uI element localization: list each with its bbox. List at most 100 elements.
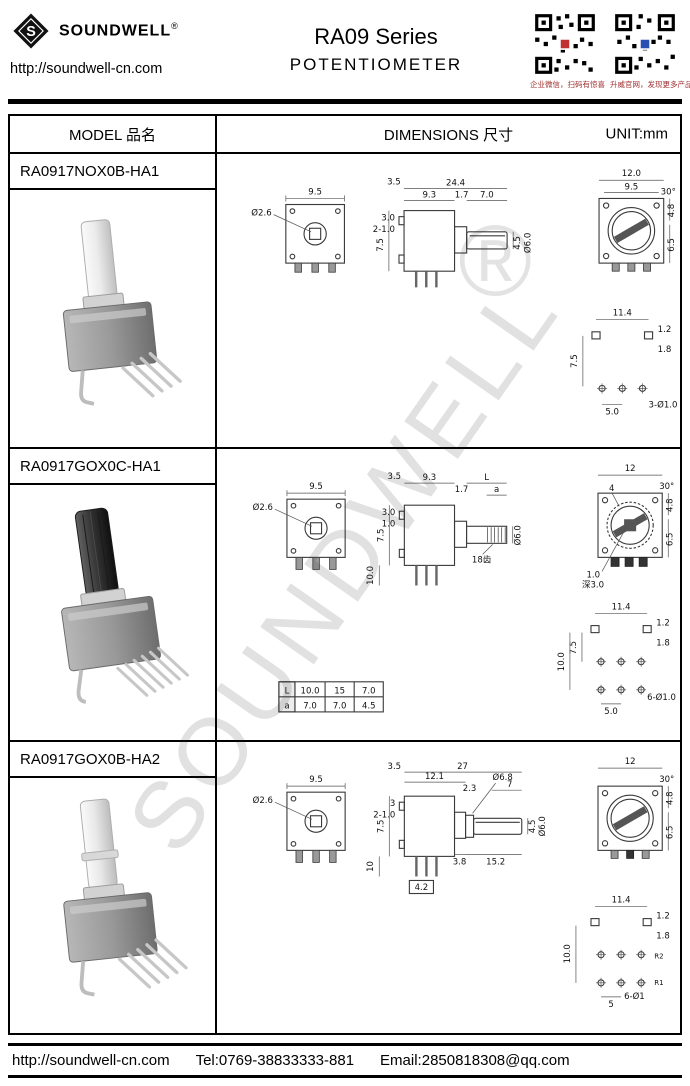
- dim-label: 30°: [659, 482, 674, 492]
- dim-label: 9.5: [309, 482, 323, 492]
- dim-label: 12.0: [622, 169, 641, 179]
- col-header-dimensions: DIMENSIONS 尺寸 UNIT:mm: [217, 116, 680, 152]
- dim-label: 18齿: [472, 555, 492, 565]
- la-cell: 15: [334, 686, 345, 696]
- pcb-layout: 11.4 1.2 7.5 10.0 1.8: [557, 603, 676, 717]
- footer: http://soundwell-cn.com Tel:0769-3883333…: [8, 1043, 682, 1078]
- front-view: 9.5 Ø2.6: [251, 187, 345, 273]
- dim-label: 15.2: [486, 857, 505, 867]
- dim-label: 12.1: [425, 772, 444, 782]
- footer-tel: Tel:0769-38833333-881: [195, 1052, 355, 1069]
- dim-label: Ø2.6: [253, 795, 273, 806]
- series-title: RA09 Series: [314, 24, 438, 49]
- footer-email: Email:2850818308@qq.com: [380, 1052, 570, 1069]
- dim-label: 3.8: [453, 857, 467, 867]
- dim-label: 9.5: [625, 182, 639, 192]
- front-view: 9.5 Ø2.6: [253, 775, 346, 863]
- dim-label: 10.0: [366, 566, 376, 585]
- product-photo: [62, 218, 182, 406]
- dimensions-cell: 9.5 Ø2.6 3.5: [217, 449, 680, 740]
- dim-label: 5.0: [604, 707, 618, 717]
- la-row-header: L: [285, 686, 290, 696]
- dim-label: 4.5: [528, 820, 538, 834]
- dim-label: 6.5: [667, 238, 677, 252]
- dim-label: 3-Ø1.0: [649, 400, 678, 411]
- dim-label: 3.5: [388, 762, 402, 772]
- dim-label: a: [494, 485, 499, 495]
- col-header-model: MODEL 品名: [10, 116, 217, 152]
- model-name: RA0917NOX0B-HA1: [10, 154, 215, 190]
- dim-label: 6.5: [665, 826, 675, 840]
- dim-label: 2-1.0: [373, 810, 395, 820]
- model-name: RA0917GOX0C-HA1: [10, 449, 215, 485]
- header: S SOUNDWELL® http://soundwell-cn.com RA0…: [8, 6, 690, 98]
- dim-label: Ø2.6: [253, 502, 273, 513]
- dim-label: 4.2: [415, 883, 429, 893]
- qr-wechat: 企业微信，扫码有惊喜: [530, 12, 605, 90]
- model-cell: RA0917GOX0C-HA1: [10, 449, 217, 740]
- dim-label: 7.5: [376, 238, 386, 252]
- dim-label: 6.5: [665, 533, 675, 547]
- model-cell: RA0917GOX0B-HA2: [10, 742, 217, 1033]
- rear-view: 12 4 30° 4.8 6.5: [582, 464, 675, 590]
- dim-label: 深3.0: [582, 580, 604, 590]
- dim-label: L: [484, 473, 489, 483]
- dim-label: 2.3: [463, 784, 477, 794]
- product-photo: [60, 507, 189, 704]
- model-cell: RA0917NOX0B-HA1: [10, 154, 217, 447]
- dim-label: Ø2.6: [251, 208, 271, 219]
- header-divider: [8, 99, 682, 104]
- rear-view: 12.0 9.5 30° 4.8 6.5: [598, 169, 677, 272]
- dim-label: 5: [608, 1000, 613, 1010]
- product-photo: [62, 798, 188, 997]
- dim-label: 9.3: [422, 190, 436, 200]
- dim-label: 1.0: [586, 570, 600, 580]
- dim-label: 11.4: [612, 603, 631, 613]
- dim-label: 1.8: [656, 932, 670, 942]
- spec-table: MODEL 品名 DIMENSIONS 尺寸 UNIT:mm RA0917NOX…: [8, 114, 682, 1035]
- dim-label: Ø6.0: [537, 816, 548, 836]
- soundwell-logo-icon: S: [13, 13, 49, 49]
- dim-label: 9.5: [308, 187, 322, 197]
- dim-label: 12: [625, 464, 636, 474]
- la-row-header: a: [284, 701, 289, 711]
- dim-label: 9.3: [423, 473, 437, 483]
- dim-label: 9.5: [309, 775, 323, 785]
- model-row: RA0917GOX0C-HA1: [10, 447, 680, 740]
- dim-label: 7.5: [569, 641, 579, 655]
- dim-label: R1: [654, 978, 663, 987]
- qr-caption: 升威官网，发现更多产品: [610, 80, 690, 89]
- dim-label: 1.8: [658, 345, 672, 355]
- la-cell: 7.0: [362, 686, 376, 696]
- dim-label: 30°: [661, 187, 676, 197]
- company-block: S SOUNDWELL® http://soundwell-cn.com: [10, 10, 222, 77]
- dim-label: 3.5: [387, 177, 401, 187]
- pcb-layout: 11.4 1.2 10.0 1.8 R2 R1: [563, 896, 670, 1010]
- dimensions-cell: 9.5 Ø2.6 3.5: [217, 154, 680, 447]
- dim-label: 1.2: [656, 912, 670, 922]
- product-title: POTENTIOMETER: [289, 55, 463, 74]
- dim-label: 3: [390, 799, 395, 809]
- la-cell: 7.0: [303, 701, 317, 711]
- footer-url: http://soundwell-cn.com: [12, 1052, 170, 1069]
- side-view: 3.5 24.4 9.3 1.7 7.0: [373, 177, 533, 288]
- side-view: 3.5 27 12.1 2.3 Ø6.8 7: [366, 762, 548, 895]
- dim-label: 4: [609, 484, 614, 494]
- dim-label: 6-Ø1: [624, 991, 645, 1002]
- dim-label: 27: [457, 762, 468, 772]
- company-url: http://soundwell-cn.com: [10, 61, 163, 77]
- dim-label: 7.5: [376, 820, 386, 834]
- registered-mark: ®: [171, 21, 178, 32]
- dimension-drawing: 9.5 Ø2.6 3.5: [253, 757, 676, 1010]
- la-table: L 10.0 15 7.0 a 7.0 7.0 4.5: [278, 681, 384, 713]
- dim-label: Ø6.0: [513, 525, 524, 545]
- qr-code-icon: [613, 12, 677, 76]
- qr-website: 升威官网，发现更多产品: [610, 12, 690, 90]
- dim-label: Ø6.8: [493, 772, 513, 783]
- pcb-layout: 11.4 1.2 7.5 1.8 5.0 3-Ø1.0: [570, 309, 678, 418]
- logo-initial: S: [26, 24, 36, 40]
- company-name: SOUNDWELL: [59, 22, 172, 40]
- dim-label: 7: [507, 780, 512, 790]
- dim-label: 30°: [659, 775, 674, 785]
